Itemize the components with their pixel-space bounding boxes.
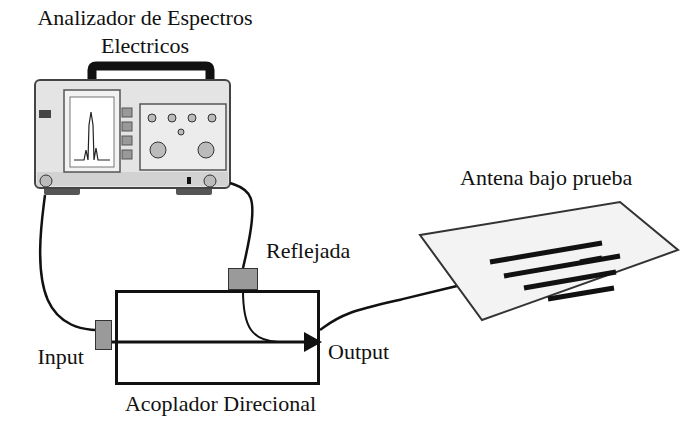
analyzer-knob [178,129,184,135]
antenna-element [548,288,614,299]
antenna-board [420,202,678,320]
port-label: Input [38,343,84,371]
analyzer-knob [188,114,196,122]
coupler-drawing [112,290,322,385]
analyzer-port [204,175,216,187]
coupler-title: Acoplador Direcional [98,390,343,418]
analyzer-button [122,122,132,131]
antenna-under-test: Antena bajo prueba [420,200,682,325]
spectrum-trace [74,112,110,160]
analyzer-control-panel [140,104,226,170]
coupler-fill [115,290,320,385]
antenna-element [490,243,602,262]
analyzer-dial [198,142,214,158]
analyzer-indicator [187,177,191,184]
coupled-line [243,290,278,342]
analyzer-port [40,175,52,187]
cable [320,286,457,330]
analyzer-base-strip [37,172,228,186]
input-port: Input [95,320,112,350]
analyzer-screen-bezel [64,90,120,172]
spectrum-analyzer: Analizador de Espectros Electricos [35,70,230,195]
analyzer-body [35,80,230,188]
analyzer-knob [208,114,216,122]
device-title: Analizador de Espectros Electricos [25,4,265,59]
analyzer-button [122,150,132,159]
antenna-element [524,272,616,288]
analyzer-screen [70,97,114,167]
antenna-title: Antena bajo prueba [460,164,632,192]
cable [40,195,95,330]
reflected-port: Reflejada [228,268,258,290]
directional-coupler: Acoplador DirecionalInputReflejada [115,290,320,385]
spectrum-analyzer-drawing [35,66,230,195]
analyzer-button [122,108,132,117]
port-label: Output [328,338,389,366]
antenna-outline [420,200,682,325]
cable [230,183,252,268]
analyzer-button [122,136,132,145]
analyzer-dial [150,142,166,158]
port-label: Reflejada [266,237,350,265]
analyzer-knob [148,114,156,122]
analyzer-knob [168,114,176,122]
analyzer-switch [39,110,51,118]
through-line [112,341,310,344]
antenna-element [580,258,602,262]
